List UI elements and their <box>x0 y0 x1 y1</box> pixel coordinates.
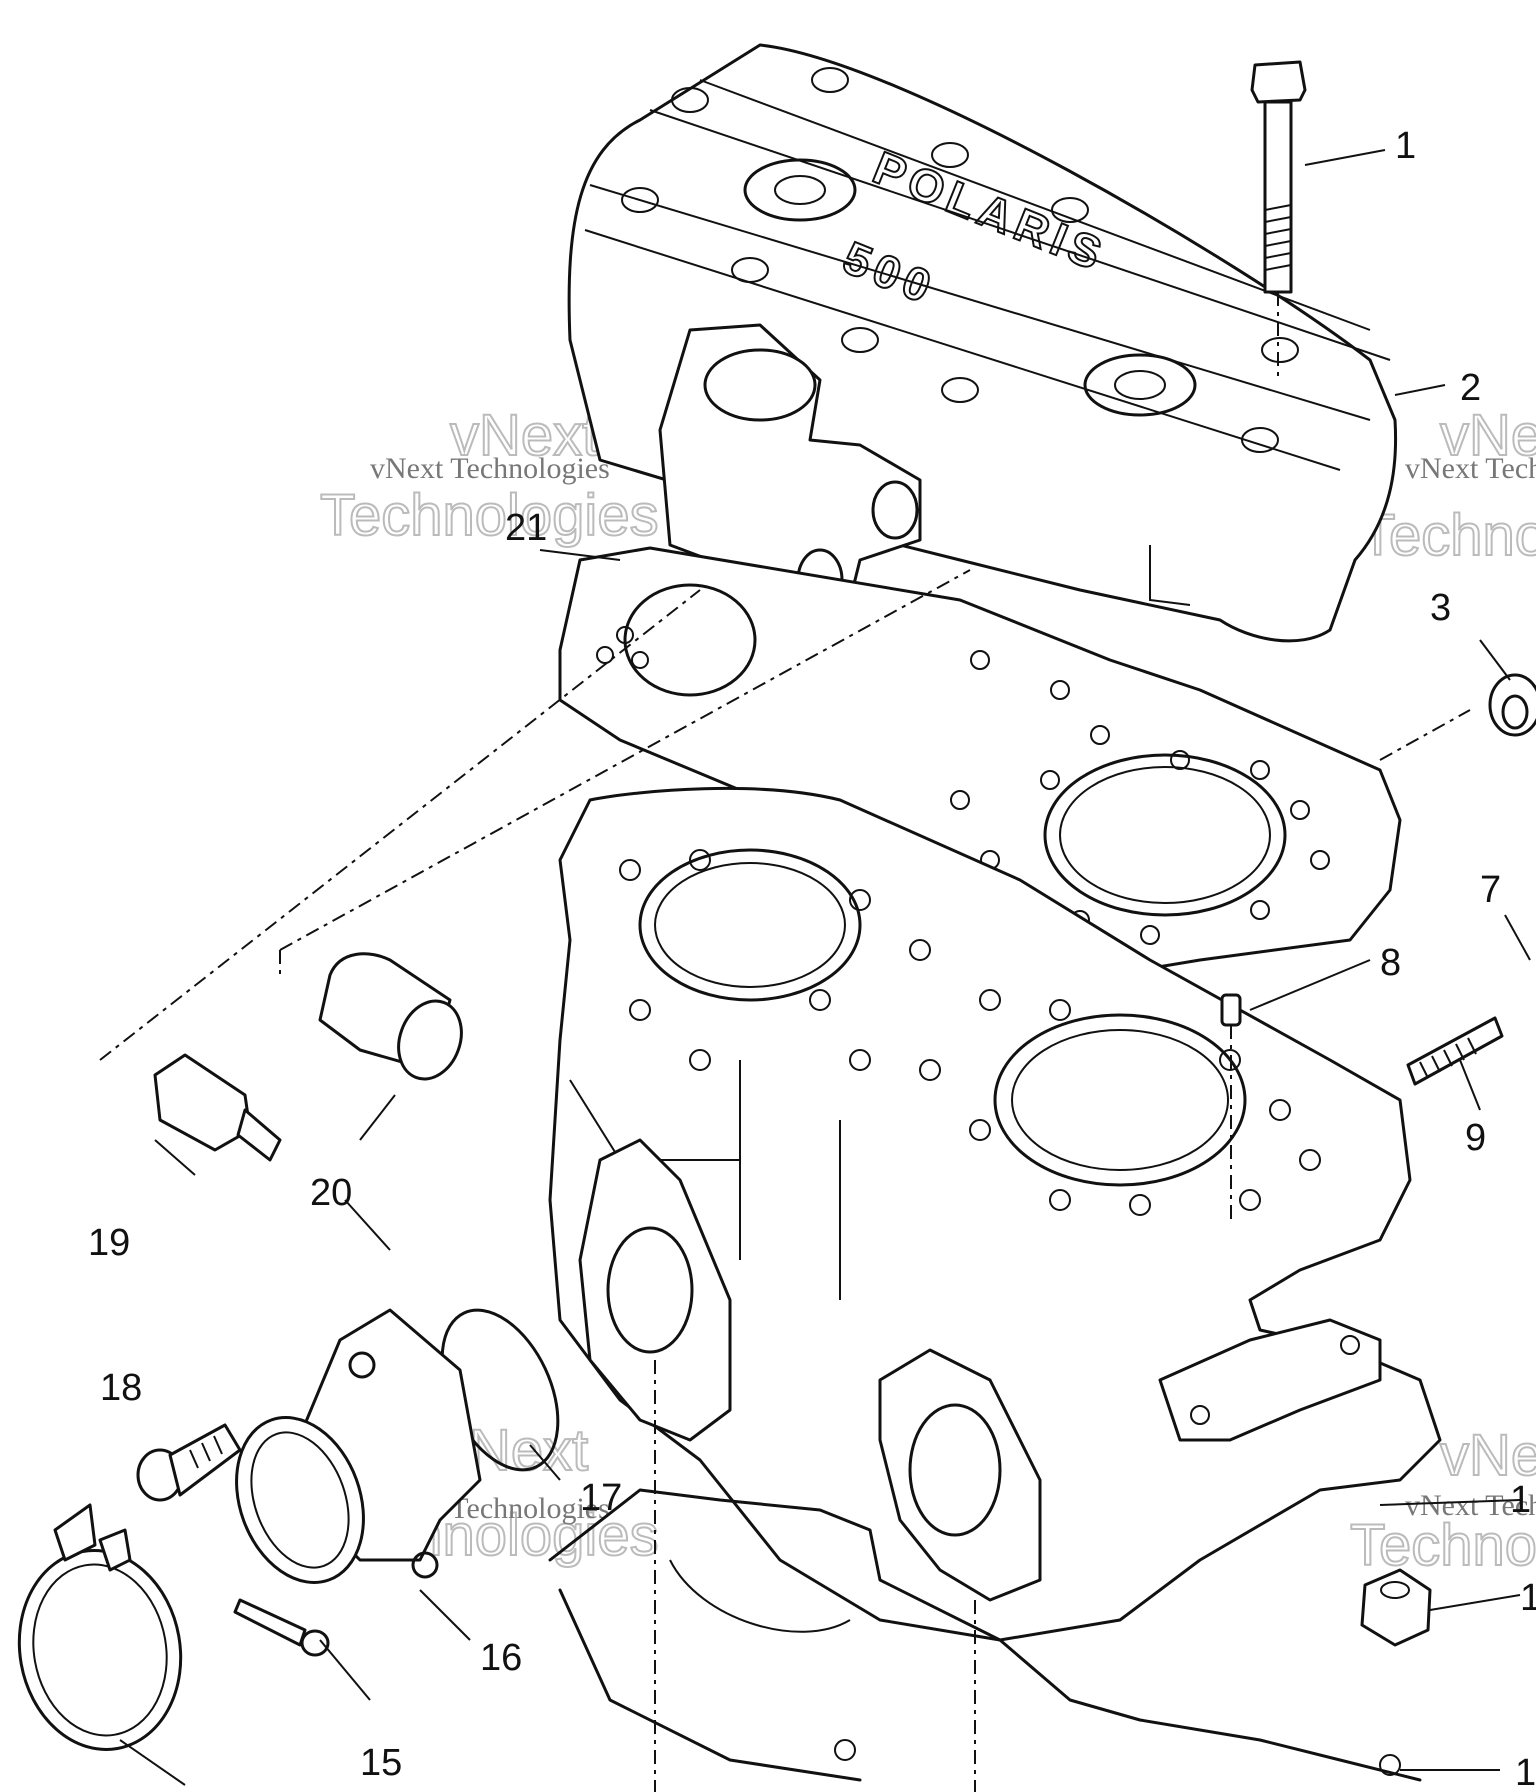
hose-clamp <box>17 1503 183 1751</box>
base-gasket <box>548 1488 1422 1782</box>
washer <box>1488 673 1536 737</box>
callout-1: 1 <box>1395 125 1416 167</box>
water-sleeve <box>279 569 971 1081</box>
callout-19: 19 <box>88 1222 130 1264</box>
callout-edge-3: 1 <box>1510 1479 1531 1521</box>
watermark-technologies-2: Technologies <box>1360 503 1536 568</box>
callout-16: 16 <box>480 1637 522 1679</box>
head-bolt <box>1250 60 1307 380</box>
watermark-full-2: vNext Technologies <box>1405 452 1536 485</box>
callout-edge-2: 1 <box>1515 1752 1536 1792</box>
callout-21: 21 <box>505 507 547 549</box>
clamp-screw <box>233 1598 330 1657</box>
callout-9: 9 <box>1465 1117 1486 1159</box>
callout-17: 17 <box>580 1477 622 1519</box>
callout-7: 7 <box>1480 869 1501 911</box>
callout-18: 18 <box>100 1367 142 1409</box>
allen-screw <box>136 1423 242 1502</box>
intake-adapter <box>235 1308 482 1584</box>
callout-15: 15 <box>360 1742 402 1784</box>
dowel-pin <box>1220 993 1242 1220</box>
leader-lines <box>119 149 1531 1792</box>
callout-8: 8 <box>1380 942 1401 984</box>
callout-20: 20 <box>310 1172 352 1214</box>
watermark-vnext-4: vNext <box>1440 1423 1536 1488</box>
callout-3: 3 <box>1430 587 1451 629</box>
watermark-vnext-2: vNext <box>1440 403 1536 468</box>
watermark-technologies-4: Technologies <box>1350 1513 1536 1578</box>
temperature-sensor <box>99 589 701 1162</box>
watermark-vnext-1: vNext <box>450 403 598 468</box>
callout-2: 2 <box>1460 367 1481 409</box>
watermark-full-4: vNext Technologies <box>1405 1489 1536 1522</box>
stud <box>1406 1016 1504 1086</box>
watermark-technologies-1: Technologies <box>320 483 659 548</box>
flange-nut <box>1360 1568 1432 1647</box>
callout-labels: 1 2 3 7 8 9 15 16 17 18 19 20 21 1 1 1 <box>88 125 1536 1792</box>
callout-edge-1: 1 <box>1520 1577 1536 1619</box>
watermark-full-1: vNext Technologies <box>370 452 610 485</box>
exhaust-flanges <box>578 1138 1382 1602</box>
